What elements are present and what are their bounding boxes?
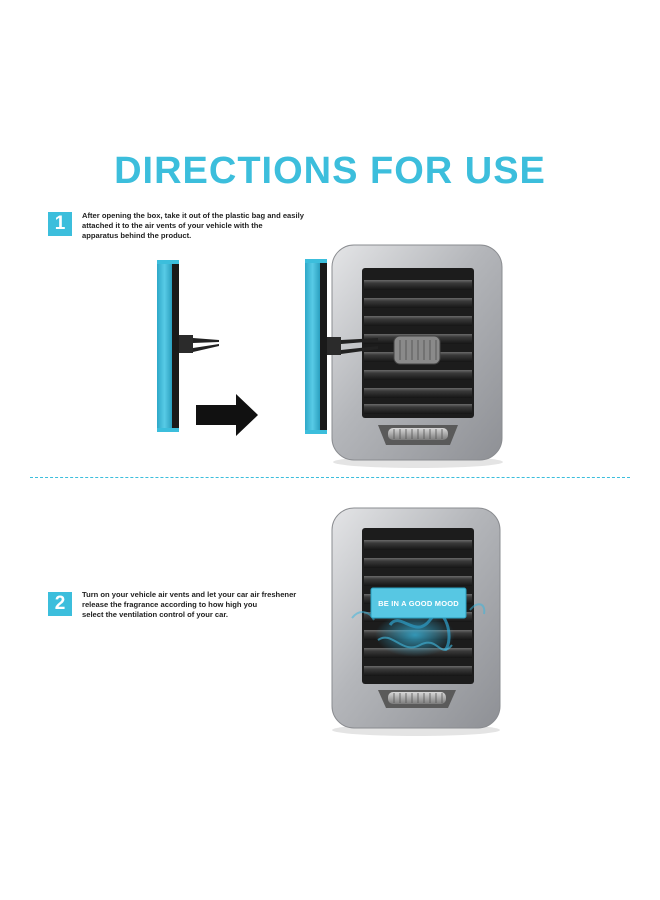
dashed-divider: [30, 477, 630, 478]
step-1-line-2: attached it to the air vents of your veh…: [82, 221, 263, 230]
freshener-side-view: [157, 260, 219, 432]
step-1-instructions: After opening the box, take it out of th…: [82, 211, 304, 241]
vent-with-freshener: [305, 244, 503, 468]
step-1-line-1: After opening the box, take it out of th…: [82, 211, 304, 220]
step-1-line-3: apparatus behind the product.: [82, 231, 192, 240]
arrow-right-icon: [196, 394, 258, 436]
step-2-line-1: Turn on your vehicle air vents and let y…: [82, 590, 297, 599]
step-1-number: 1: [48, 212, 72, 236]
step-2-instructions: Turn on your vehicle air vents and let y…: [82, 590, 296, 620]
step-2-line-3: select the ventilation control of your c…: [82, 610, 229, 619]
vent-with-tag: BE IN A GOOD MOOD: [331, 507, 501, 736]
step-2-number: 2: [48, 592, 72, 616]
page-title: DIRECTIONS FOR USE: [114, 150, 546, 192]
fragrance-mist: [351, 603, 486, 657]
product-tag-text: BE IN A GOOD MOOD: [378, 599, 459, 608]
step-2-line-2: release the fragrance according to how h…: [82, 600, 258, 609]
